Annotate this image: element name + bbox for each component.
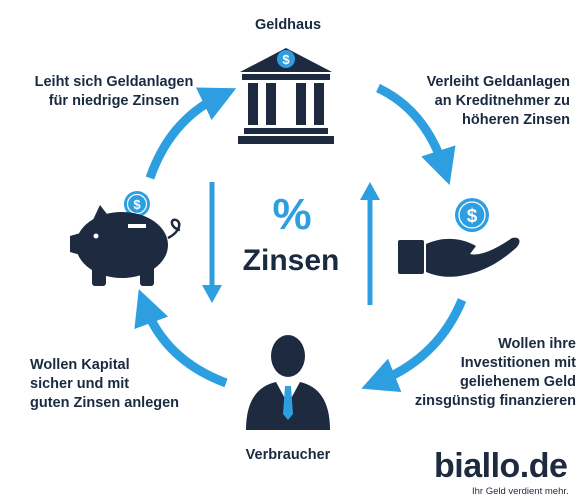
node-label-bank: Geldhaus [254, 17, 322, 33]
desc-line: sicher und mit [30, 376, 130, 392]
hand-holding-coin-icon: $ [398, 198, 520, 277]
arrow-consumer-to-piggy [134, 289, 228, 388]
inner-arrows [202, 182, 380, 305]
desc-line: geliehenem Geld [459, 374, 576, 390]
brand-logo: biallo.de [434, 447, 568, 485]
node-label-consumer: Verbraucher [245, 447, 331, 463]
desc-line: zinsgünstig finanzieren [414, 393, 576, 409]
desc-line: für niedrige Zinsen [48, 93, 180, 109]
desc-top-left: Leiht sich Geldanlagen für niedrige Zins… [16, 73, 212, 111]
arrow-bank-to-hand [376, 83, 456, 186]
desc-line: Investitionen mit [460, 355, 576, 371]
piggy-bank-coin-icon: $ [70, 191, 181, 286]
desc-line: Wollen Kapital [30, 357, 130, 373]
desc-line: Leiht sich Geldanlagen [34, 74, 194, 90]
brand-slogan: Ihr Geld verdient mehr. [472, 486, 569, 497]
cycle-arrows [134, 83, 467, 393]
svg-text:$: $ [133, 197, 141, 212]
svg-text:$: $ [282, 52, 290, 67]
businessman-icon [246, 335, 330, 430]
desc-top-right: Verleiht Geldanlagen an Kreditnehmer zu … [380, 73, 570, 130]
desc-line: Wollen ihre [498, 336, 576, 352]
arrow-piggy-to-bank [145, 87, 237, 180]
bank-dollar-icon: $ [238, 48, 334, 144]
svg-text:$: $ [467, 206, 478, 227]
arrow-hand-to-consumer [361, 298, 467, 393]
desc-line: an Kreditnehmer zu [434, 93, 570, 109]
desc-line: guten Zinsen anlegen [30, 395, 180, 411]
desc-bottom-left: Wollen Kapital sicher und mit guten Zins… [30, 356, 200, 413]
percent-symbol: % [272, 190, 312, 239]
desc-line: Verleiht Geldanlagen [426, 74, 570, 90]
desc-bottom-right: Wollen ihre Investitionen mit geliehenem… [376, 335, 576, 411]
center-title: Zinsen [242, 244, 340, 277]
desc-line: höheren Zinsen [462, 112, 570, 128]
